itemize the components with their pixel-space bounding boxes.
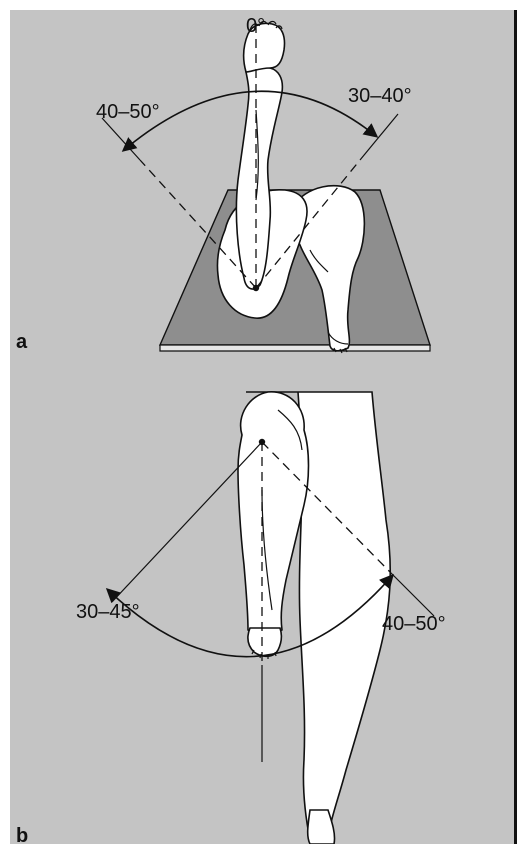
angle-label-a-center: 0° xyxy=(246,15,265,37)
angle-label-a-right: 30–40° xyxy=(348,85,412,107)
angle-label-b-right: 40–50° xyxy=(382,613,446,635)
panel-b: 30–45° 40–50° b xyxy=(16,392,446,844)
angle-label-b-left: 30–45° xyxy=(76,601,140,623)
panel-letter-a: a xyxy=(16,331,28,353)
angle-label-a-left: 40–50° xyxy=(96,101,160,123)
panel-a: 0° 40–50° 30–40° a xyxy=(16,15,430,353)
flexed-leg-b xyxy=(238,392,309,659)
figure-canvas: 0° 40–50° 30–40° a 30–45° 40–50° xyxy=(10,10,517,844)
panel-letter-b: b xyxy=(16,825,28,844)
hip-rotation-figure: 0° 40–50° 30–40° a 30–45° 40–50° xyxy=(10,10,517,844)
exam-table-edge xyxy=(160,345,430,351)
